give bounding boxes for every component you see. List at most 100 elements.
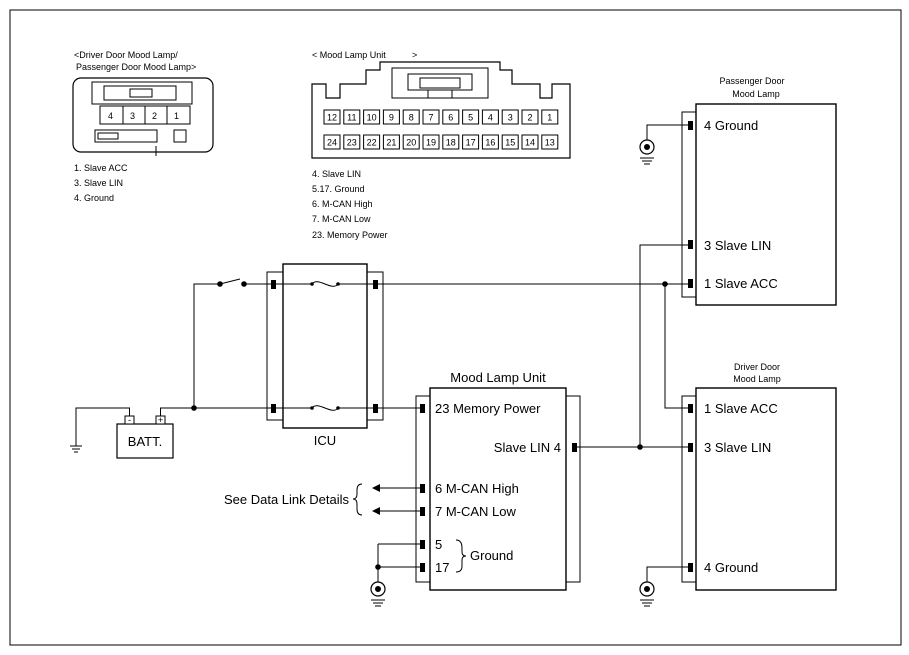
- battery-label: BATT.: [128, 434, 162, 449]
- passenger-lamp-connector-tab: [681, 111, 697, 298]
- pin-number: 1: [547, 113, 552, 123]
- door-lamp-connector: <Driver Door Mood Lamp/ Passenger Door M…: [72, 50, 214, 203]
- mood-pin-ground-5: 5: [435, 537, 442, 552]
- pin-cell: [363, 109, 381, 125]
- pin-cell: [323, 109, 341, 125]
- pin-number: 4: [488, 113, 493, 123]
- pin-cell: [382, 134, 400, 150]
- pin-cell: [541, 109, 559, 125]
- pin-cell: [343, 109, 361, 125]
- passenger-lamp-title-2: Mood Lamp: [732, 89, 780, 99]
- door-legend-3: 3. Slave LIN: [74, 178, 123, 188]
- pin-cell: [402, 134, 420, 150]
- icu: ICU: [266, 263, 384, 448]
- pin-number: 15: [505, 138, 515, 148]
- door-pin: 2: [152, 111, 157, 121]
- pin-cell: [462, 109, 480, 125]
- icu-fuse-2: [311, 405, 339, 411]
- driver-pin-acc: 1 Slave ACC: [704, 401, 778, 416]
- mood-connector-title: < Mood Lamp Unit: [312, 50, 386, 60]
- battery-body: [116, 423, 174, 459]
- passenger-lamp-title-1: Passenger Door: [719, 76, 784, 86]
- door-legend-4: 4. Ground: [74, 193, 114, 203]
- pin-number: 22: [367, 138, 377, 148]
- mood-connector-body: [311, 61, 571, 159]
- ground-brace: [455, 539, 467, 573]
- mood-unit-box: [429, 387, 567, 591]
- pin-cell: [422, 134, 440, 150]
- diagram-frame: [9, 9, 902, 646]
- mood-legend-6: 6. M-CAN High: [312, 199, 373, 209]
- pin-number: 21: [386, 138, 396, 148]
- icu-box: [282, 263, 368, 429]
- pin-number: 23: [347, 138, 357, 148]
- pin-number: 24: [327, 138, 337, 148]
- driver-lamp-box: [695, 387, 837, 591]
- pin-number: 11: [347, 113, 356, 123]
- pin-number: 17: [466, 138, 476, 148]
- chassis-ground-icon: [370, 581, 386, 607]
- icu-fuse-1: [311, 281, 339, 287]
- battery-negative: -: [128, 415, 131, 425]
- pin-cell: [481, 109, 499, 125]
- door-connector-title-1: <Driver Door Mood Lamp/: [74, 50, 178, 60]
- driver-lamp-title-2: Mood Lamp: [733, 374, 781, 384]
- door-pin: 4: [108, 111, 113, 121]
- pin-cell: [481, 134, 499, 150]
- passenger-pin-lin: 3 Slave LIN: [704, 238, 771, 253]
- mood-unit-title: Mood Lamp Unit: [450, 370, 546, 385]
- pin-cell: [442, 134, 460, 150]
- icu-right-tab: [366, 271, 384, 421]
- door-connector-latch: [91, 81, 193, 105]
- mood-connector-title-end: >: [412, 50, 417, 60]
- pin-cell: [422, 109, 440, 125]
- pin-number: 19: [426, 138, 436, 148]
- pin-number: 2: [527, 113, 532, 123]
- pin-cell: [402, 109, 420, 125]
- passenger-door-mood-lamp: Passenger Door Mood Lamp 4 Ground 3 Slav…: [681, 76, 837, 306]
- pin-number: 18: [446, 138, 456, 148]
- mood-pin-can-low: 7 M-CAN Low: [435, 504, 517, 519]
- door-connector-title-2: Passenger Door Mood Lamp>: [76, 62, 196, 72]
- ignition-switch: [219, 278, 241, 285]
- pin-number: 16: [485, 138, 495, 148]
- pin-cell: [501, 109, 519, 125]
- battery: - + BATT.: [116, 415, 174, 459]
- pin-cell: [343, 134, 361, 150]
- icu-left-tab: [266, 271, 284, 421]
- pin-number: 13: [545, 138, 555, 148]
- mood-connector-pins-bottom: 24 23 22 21 20 19 18 17 16 15 14 13: [323, 134, 559, 150]
- driver-lamp-title-1: Driver Door: [734, 362, 780, 372]
- door-connector-lock: [129, 88, 153, 98]
- mood-lamp-unit: Mood Lamp Unit 23 Memory Power Slave LIN…: [415, 370, 581, 591]
- icu-label: ICU: [314, 433, 336, 448]
- pin-cell: [382, 109, 400, 125]
- mood-legend-23: 23. Memory Power: [312, 230, 388, 240]
- door-connector-latch-inner: [103, 85, 177, 101]
- pin-number: 9: [389, 113, 394, 123]
- pin-cell: [363, 134, 381, 150]
- mood-pin-ground-17: 17: [435, 560, 449, 575]
- pin-cell: [442, 109, 460, 125]
- pin-number: 10: [367, 113, 377, 123]
- door-legend-1: 1. Slave ACC: [74, 163, 128, 173]
- pin-cell: [462, 134, 480, 150]
- mood-pin-can-high: 6 M-CAN High: [435, 481, 519, 496]
- door-pin: 1: [174, 111, 179, 121]
- mood-legend-5-17: 5.17. Ground: [312, 184, 365, 194]
- mood-legend-4: 4. Slave LIN: [312, 169, 361, 179]
- pin-cell: [521, 109, 539, 125]
- wiring: [75, 124, 688, 582]
- passenger-pin-ground: 4 Ground: [704, 118, 758, 133]
- pin-number: 14: [525, 138, 535, 148]
- chassis-ground-icon: [639, 581, 655, 607]
- pin-number: 8: [409, 113, 414, 123]
- mood-pin-slave-lin: Slave LIN 4: [494, 440, 561, 455]
- passenger-pin-acc: 1 Slave ACC: [704, 276, 778, 291]
- pin-number: 12: [327, 113, 337, 123]
- pin-number: 6: [448, 113, 453, 123]
- pin-number: 20: [406, 138, 416, 148]
